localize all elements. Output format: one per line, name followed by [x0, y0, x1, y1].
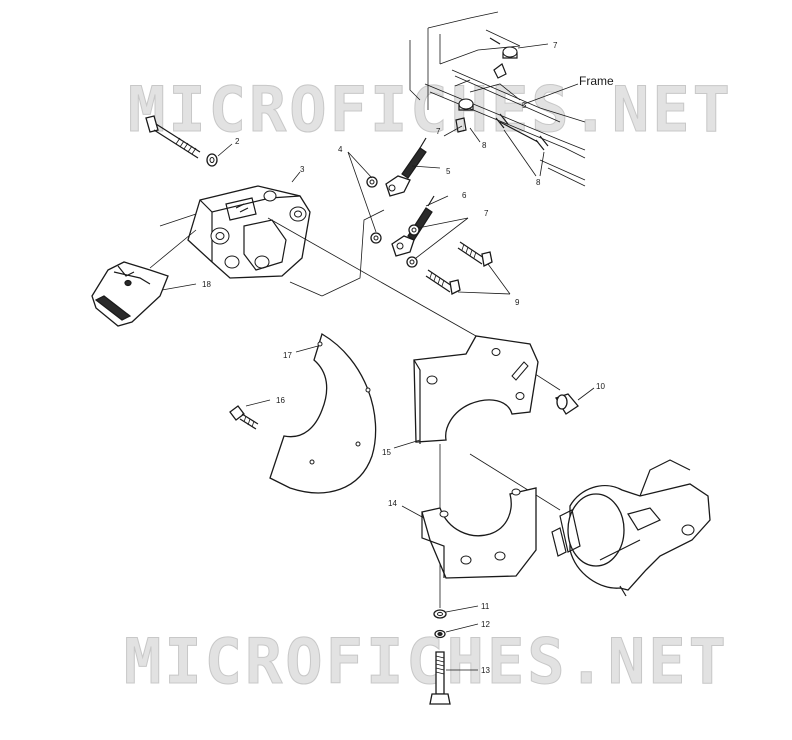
watermark-bottom: MICROFICHES.NET — [124, 625, 729, 698]
label-8b: 8 — [536, 178, 541, 187]
label-frame: Frame — [579, 74, 614, 88]
upper-bracket — [393, 335, 539, 449]
brake-caliper — [187, 171, 311, 279]
label-5a: 5 — [522, 101, 527, 110]
label-17: 17 — [283, 351, 292, 360]
axle-housing — [551, 459, 711, 597]
caliper-bolt — [145, 115, 233, 167]
lower-bracket — [401, 487, 537, 579]
brake-pads — [91, 229, 197, 327]
label-12: 12 — [481, 620, 490, 629]
brake-disc — [269, 333, 377, 494]
rod-ends — [347, 137, 469, 268]
label-4: 4 — [338, 145, 343, 154]
frame-section — [409, 11, 586, 187]
label-8a: 8 — [482, 141, 487, 150]
bushing — [555, 387, 595, 415]
label-10: 10 — [596, 382, 605, 391]
disc-bolt — [229, 399, 271, 430]
watermark-top: MICROFICHES.NET — [128, 73, 733, 146]
label-7c: 7 — [484, 209, 489, 218]
label-7b: 7 — [436, 127, 441, 136]
label-16: 16 — [276, 396, 285, 405]
label-18: 18 — [202, 280, 211, 289]
mounting-bolts-9 — [425, 241, 511, 295]
label-15: 15 — [382, 448, 391, 457]
label-3: 3 — [300, 165, 305, 174]
label-11: 11 — [481, 602, 490, 611]
label-14: 14 — [388, 499, 397, 508]
label-7a: 7 — [553, 41, 558, 50]
label-9: 9 — [515, 298, 520, 307]
label-13: 13 — [481, 666, 490, 675]
frame-nut-lower — [458, 98, 474, 110]
frame-nut-upper — [502, 46, 518, 58]
label-2: 2 — [235, 137, 240, 146]
bottom-hardware — [429, 605, 479, 705]
label-5b: 5 — [446, 167, 451, 176]
label-6: 6 — [462, 191, 467, 200]
